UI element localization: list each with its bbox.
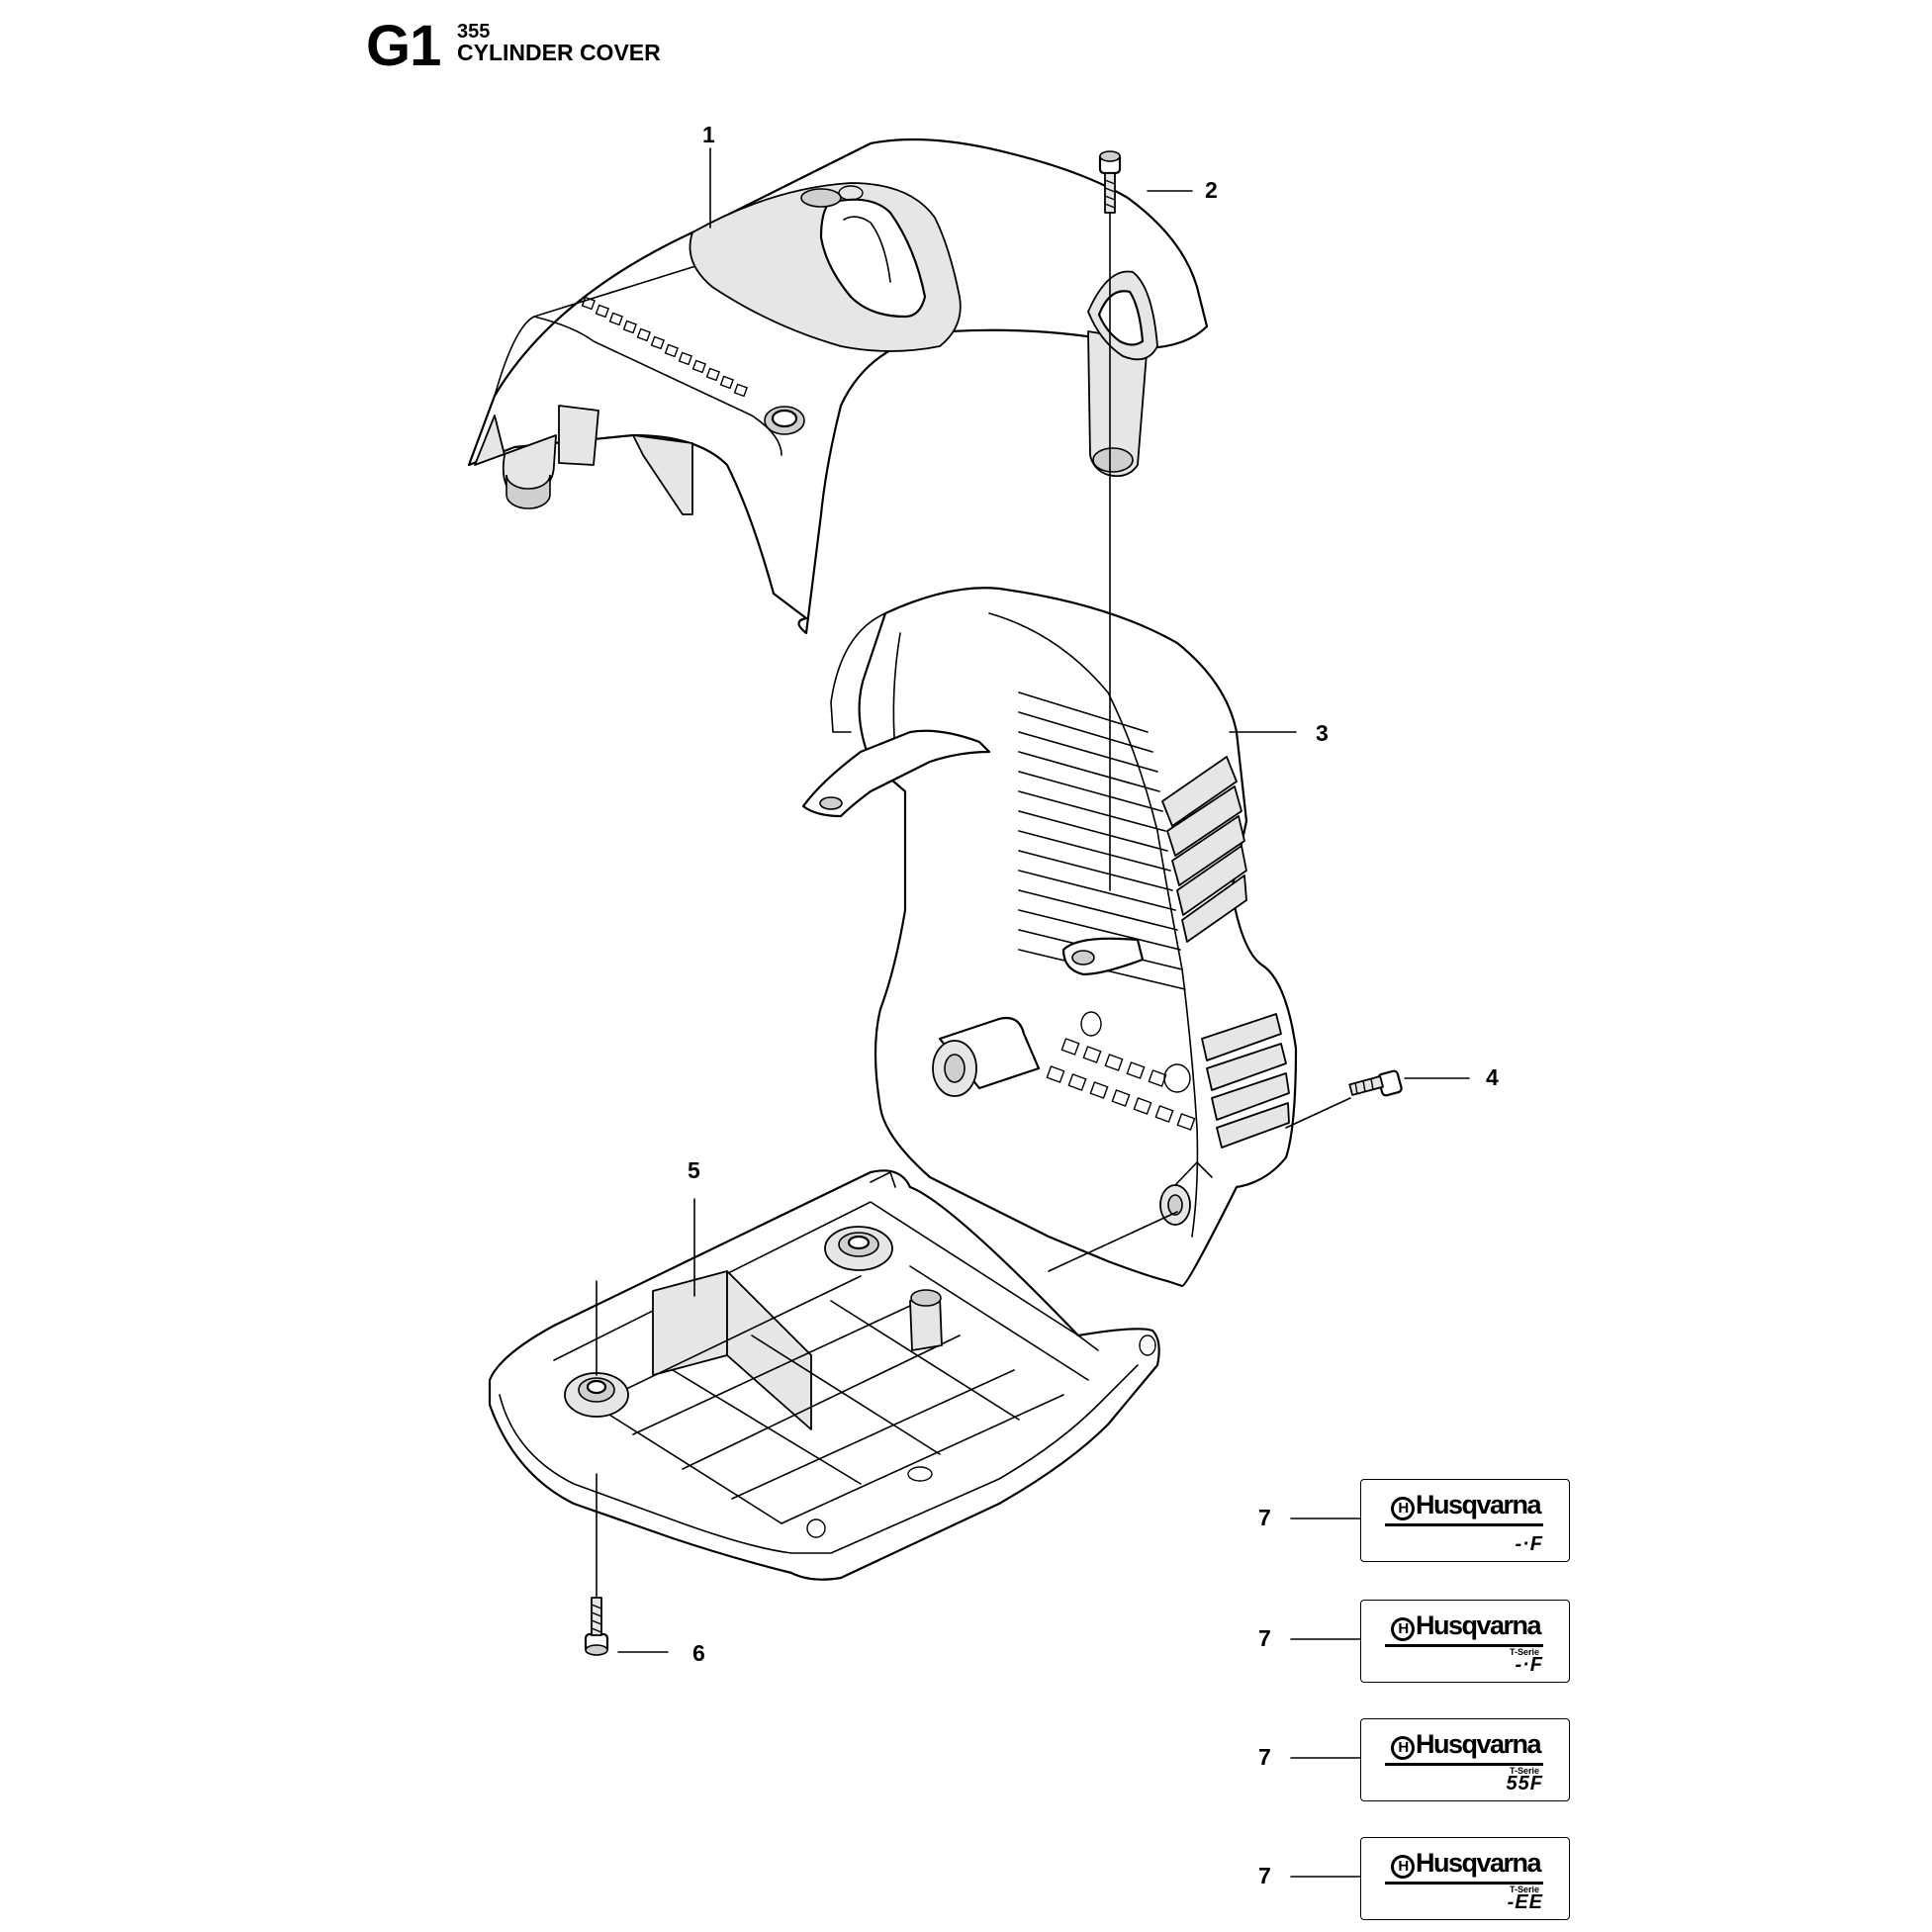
decal-model: -EE [1507, 1891, 1543, 1913]
callout-7a: 7 [1258, 1505, 1271, 1530]
part-3-shroud [801, 587, 1298, 1288]
decal-rule [1385, 1882, 1543, 1885]
decal-rule [1385, 1523, 1543, 1526]
shroud-cooling-fins [1018, 691, 1186, 990]
decal-brand-text: Husqvarna [1416, 1729, 1542, 1759]
decal-series: T-Serie [1509, 1647, 1539, 1657]
part-5-base-plate [488, 1169, 1160, 1581]
husqvarna-logo-icon: H [1391, 1736, 1415, 1760]
shroud-vent-grid [1046, 1038, 1196, 1131]
part-6-screw [584, 1280, 669, 1656]
section-code: G1 [366, 14, 441, 78]
husqvarna-logo-icon: H [1391, 1497, 1415, 1520]
decal-series: T-Serie [1509, 1885, 1539, 1894]
husqvarna-logo-icon: H [1391, 1617, 1415, 1641]
callout-5: 5 [688, 1157, 700, 1183]
part-1-top-cover [467, 138, 1209, 635]
decal-model: 55F [1506, 1773, 1543, 1794]
decal-model: -·F [1515, 1654, 1543, 1676]
decal-brand-text: Husqvarna [1416, 1848, 1542, 1878]
section-title: CYLINDER COVER [457, 40, 661, 65]
base-plate-rib-grid [593, 1265, 1089, 1524]
callout-3: 3 [1316, 720, 1329, 746]
decal-series: T-Serie [1509, 1766, 1539, 1776]
callout-4: 4 [1486, 1064, 1499, 1090]
callout-2: 2 [1205, 177, 1218, 203]
callout-6: 6 [692, 1640, 705, 1666]
decal-brand-text: Husqvarna [1416, 1490, 1542, 1519]
callout-7c: 7 [1258, 1744, 1271, 1770]
callout-1: 1 [702, 122, 715, 147]
top-cover-vent-row [581, 296, 748, 398]
decal-rule [1385, 1763, 1543, 1766]
leader-lines [693, 147, 1361, 1878]
model-number: 355 [457, 21, 491, 43]
decal-rule [1385, 1644, 1543, 1647]
callout-7b: 7 [1258, 1625, 1271, 1651]
shroud-side-fins [1161, 756, 1290, 1149]
callout-7d: 7 [1258, 1863, 1271, 1888]
part-4-screw [1285, 1069, 1470, 1129]
decal-model: -·F [1515, 1533, 1543, 1555]
husqvarna-logo-icon: H [1391, 1855, 1415, 1879]
decal-brand-text: Husqvarna [1416, 1610, 1542, 1640]
part-2-screw [1098, 150, 1193, 891]
